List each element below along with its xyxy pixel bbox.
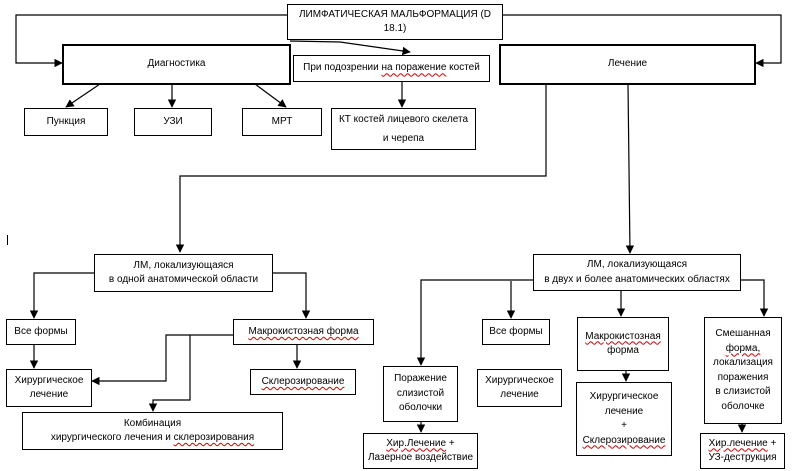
mucosa-treatment-box: Хир.Лечение + Лазерное воздействие	[363, 433, 478, 469]
arrow-title-to-diagnostics	[15, 14, 287, 68]
multi-all-forms-label: Все формы	[489, 325, 543, 337]
treatment-box: Лечение	[499, 44, 756, 85]
mixed-treatment-label: Хир.лечение + УЗ-деструкция	[708, 437, 777, 464]
arrow-treatment-to-single	[175, 84, 547, 253]
mucosa-treatment-label: Хир.Лечение + Лазерное воздействие	[367, 437, 474, 464]
single-surgical-box: Хирургическое лечение	[6, 369, 92, 407]
diagnostics-box: Диагностика	[62, 44, 291, 85]
mri-label: МРТ	[271, 115, 293, 127]
arrow-to-mri	[254, 83, 287, 108]
title-box: ЛИМФАТИЧЕСКАЯ МАЛЬФОРМАЦИЯ (D 18.1)	[287, 4, 503, 40]
mixed-form-label: Смешанная форма, локализация поражения в…	[713, 328, 773, 412]
single-macrocystic-box: Макрокистозная форма	[233, 319, 374, 345]
mixed-treatment-box: Хир.лечение + УЗ-деструкция	[700, 433, 785, 469]
multi-region-box: ЛМ, локализующаяся в двух и более анатом…	[533, 254, 741, 291]
puncture-label: Пункция	[46, 115, 86, 127]
arrow-macro-to-combination	[148, 335, 191, 412]
multi-all-forms-box: Все формы	[482, 319, 550, 345]
arrow-treatment-to-multi	[625, 83, 635, 254]
arrow-single-to-allforms	[29, 272, 94, 319]
arrow-to-puncture	[65, 83, 101, 108]
multi-macro-treatment-label: Хирургическое лечение + Склерозирование	[582, 391, 666, 446]
mri-box: МРТ	[242, 108, 322, 136]
arrow-multi-to-mucosa	[416, 279, 533, 366]
multi-macrocystic-label: Макрокистозная форма	[585, 330, 661, 357]
arrow-macro-to-surgical	[91, 334, 233, 386]
text-cursor	[7, 235, 8, 245]
arrow-single-to-macro	[273, 272, 311, 319]
arrow-title-to-treatment	[503, 14, 782, 68]
bone-suspicion-box: При подозрении на поражение костей	[293, 55, 490, 82]
single-all-forms-label: Все формы	[14, 325, 68, 337]
puncture-box: Пункция	[24, 108, 108, 136]
arrow-multi-to-mixed	[741, 279, 769, 317]
multi-macrocystic-box: Макрокистозная форма	[577, 317, 669, 371]
sclerotherapy-box: Склерозирование	[250, 369, 356, 395]
treatment-label: Лечение	[607, 58, 648, 70]
mixed-form-box: Смешанная форма, локализация поражения в…	[704, 317, 782, 424]
single-macrocystic-label: Макрокистозная форма	[248, 325, 359, 337]
single-region-label: ЛМ, локализующаяся в одной анатомической…	[108, 259, 259, 286]
arrow-diagnostics-to-bone	[289, 40, 411, 56]
ct-box: КТ костей лицевого скелета и черепа	[331, 108, 476, 150]
single-all-forms-box: Все формы	[6, 319, 76, 345]
mucosa-label: Поражение слизистой оболочки	[394, 373, 447, 414]
title-text: ЛИМФАТИЧЕСКАЯ МАЛЬФОРМАЦИЯ (D 18.1)	[298, 8, 491, 35]
diagnostics-label: Диагностика	[147, 58, 206, 70]
bone-suspicion-label: При подозрении на поражение костей	[303, 62, 480, 74]
single-region-box: ЛМ, локализующаяся в одной анатомической…	[94, 254, 273, 292]
ultrasound-label: УЗИ	[163, 115, 183, 127]
sclerotherapy-label: Склерозирование	[261, 375, 345, 387]
ct-label: КТ костей лицевого скелета и черепа	[338, 114, 469, 144]
single-surgical-label: Хирургическое лечение	[14, 374, 84, 401]
multi-surgical-label: Хирургическое лечение	[485, 374, 554, 401]
multi-macro-treatment-box: Хирургическое лечение + Склерозирование	[576, 382, 672, 456]
multi-surgical-box: Хирургическое лечение	[477, 369, 562, 407]
multi-region-label: ЛМ, локализующаяся в двух и более анатом…	[544, 259, 730, 285]
mucosa-box: Поражение слизистой оболочки	[383, 366, 458, 422]
ultrasound-box: УЗИ	[134, 108, 212, 136]
